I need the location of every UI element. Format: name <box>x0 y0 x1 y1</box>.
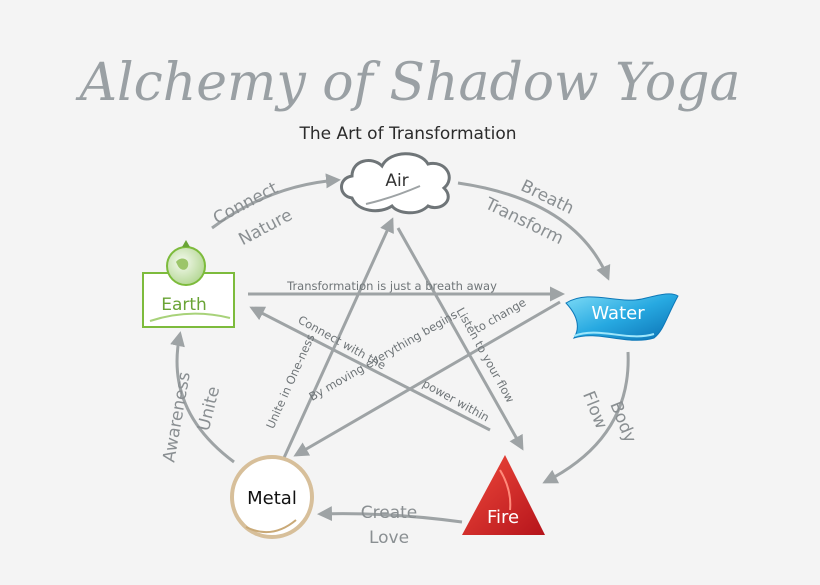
arrow-air-to-fire <box>396 227 524 451</box>
page-subtitle: The Art of Transformation <box>298 124 516 144</box>
water-node: Water <box>565 293 679 341</box>
globe-leaf <box>182 240 190 247</box>
air-node: Air <box>340 152 451 215</box>
air-label: Air <box>385 171 408 191</box>
arrow-metal-to-earth <box>170 331 235 464</box>
cloud-icon <box>340 152 451 215</box>
fire-node: Fire <box>462 455 545 535</box>
earth-node: Earth <box>142 240 235 328</box>
arrow-water-to-metal <box>293 300 561 457</box>
page-title: Alchemy of Shadow Yoga <box>75 53 740 113</box>
water-label: Water <box>591 303 645 324</box>
label-love: Love <box>369 528 409 548</box>
earth-label: Earth <box>161 295 207 315</box>
label-awareness: Awareness <box>159 370 195 464</box>
cloud-swoosh <box>365 185 421 205</box>
globe-continent <box>176 258 189 270</box>
label-earth-water: Transformation is just a breath away <box>286 279 497 293</box>
label-unite: Unite <box>194 385 224 434</box>
arrow-fire-to-earth <box>249 306 491 432</box>
metal-ring-icon <box>230 455 314 539</box>
wave-icon <box>565 293 679 341</box>
label-create: Create <box>361 503 418 523</box>
arrow-fire-to-metal <box>317 506 463 524</box>
arrow-metal-to-air <box>281 217 394 461</box>
arrow-water-to-fire <box>542 351 630 484</box>
arrow-earth-to-air <box>211 173 341 230</box>
metal-label: Metal <box>247 488 297 509</box>
earth-swoosh <box>149 312 231 322</box>
label-water-metal-2: to change <box>472 295 529 336</box>
metal-ring-swoosh <box>245 519 297 534</box>
wave-highlight <box>573 331 655 338</box>
flame-swirl <box>499 469 512 511</box>
label-metal-air: Unite in One-ness <box>263 332 317 431</box>
fire-triangle-icon <box>462 455 545 535</box>
metal-node: Metal <box>230 455 314 539</box>
arrow-air-to-water <box>457 181 611 281</box>
fire-label: Fire <box>487 507 519 528</box>
label-flow: Flow <box>578 388 611 432</box>
